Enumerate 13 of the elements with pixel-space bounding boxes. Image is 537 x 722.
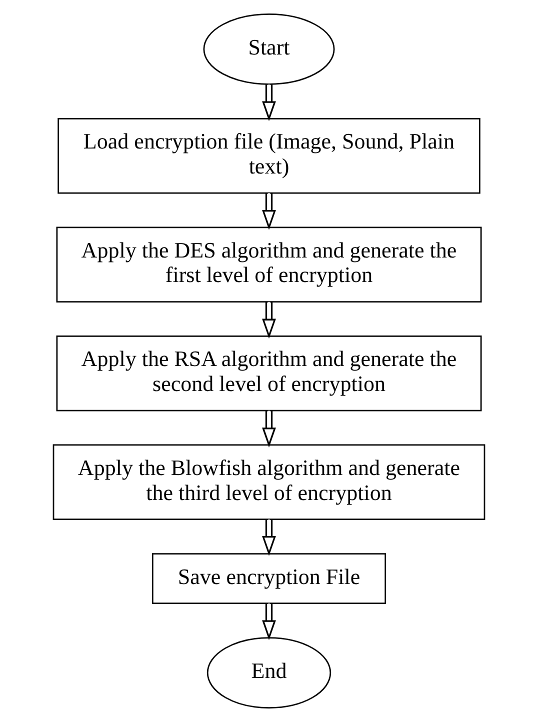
arrow: [262, 84, 276, 122]
node-ellipse: Start: [202, 14, 334, 85]
arrow: [262, 604, 276, 640]
arrow: [262, 410, 276, 448]
node-box: Apply the Blowfish algorithm and generate the third level of encryption: [52, 444, 485, 520]
node-box: Apply the RSA algorithm and generate the second level of encryption: [56, 336, 482, 412]
node-box: Apply the DES algorithm and generate the first level of encryption: [56, 226, 482, 302]
node-box: Save encryption File: [151, 553, 386, 604]
arrow: [262, 193, 276, 230]
arrow: [262, 519, 276, 556]
arrow: [262, 302, 276, 339]
node-box: Load encryption file (Image, Sound, Plain text): [57, 118, 480, 194]
node-ellipse: End: [206, 637, 331, 708]
